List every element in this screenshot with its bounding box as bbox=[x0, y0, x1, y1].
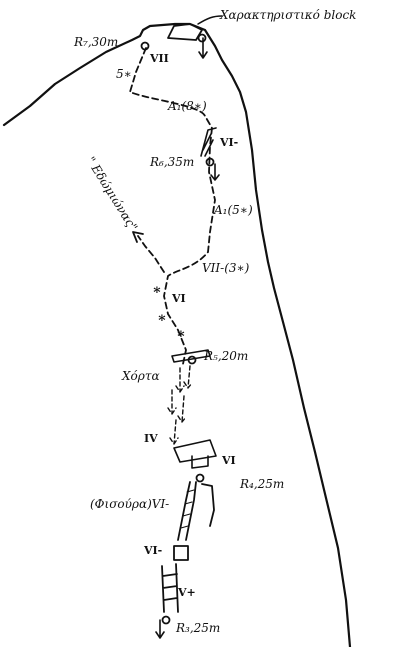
block-pointer bbox=[197, 15, 223, 25]
grass-arrows bbox=[167, 365, 193, 445]
cliff-outline bbox=[2, 22, 352, 647]
grade-vii-top: VII bbox=[149, 52, 169, 65]
label-xorta: Χόρτα bbox=[121, 369, 160, 383]
belay-r6 bbox=[205, 157, 215, 167]
label-edomiwnas: " Εδώμιώνας" bbox=[83, 154, 140, 234]
label-block: Χαρακτηριστικό block bbox=[219, 8, 356, 22]
label-r3: R₃,25m bbox=[175, 621, 220, 635]
belay-r7-right bbox=[197, 33, 207, 43]
ledge-r4 bbox=[173, 439, 217, 469]
route-line bbox=[129, 47, 216, 365]
label-a1-8: A₁(8∗) bbox=[167, 99, 207, 113]
label-r6: R₆,35m bbox=[149, 155, 194, 169]
arrow-r6 bbox=[210, 163, 220, 181]
svg-text:∗: ∗ bbox=[176, 326, 186, 342]
lower-column bbox=[161, 563, 179, 613]
label-five-star: 5∗ bbox=[116, 67, 132, 81]
label-a1-5: A₁(5∗) bbox=[213, 203, 253, 217]
escape-route-line bbox=[137, 235, 165, 273]
lower-block bbox=[173, 545, 189, 561]
label-fisoura: (Φισούρα)VI- bbox=[90, 497, 169, 511]
svg-text:∗: ∗ bbox=[152, 282, 162, 298]
ledge-r5 bbox=[171, 349, 211, 363]
belay-r4 bbox=[195, 473, 205, 483]
grade-v-plus: V+ bbox=[177, 586, 196, 599]
grade-vi-right: VI bbox=[221, 454, 236, 467]
label-r7: R₇,30m bbox=[73, 35, 118, 49]
label-r5: R₅,20m bbox=[203, 349, 248, 363]
grade-vi-minus-upper: VI- bbox=[219, 136, 238, 149]
crack-chimney bbox=[177, 481, 215, 541]
summit-block bbox=[167, 23, 203, 41]
belay-r7-left bbox=[140, 41, 150, 51]
label-r4: R₄,25m bbox=[239, 477, 284, 491]
grade-vi-minus-lower: VI- bbox=[143, 544, 162, 557]
overhang-r6 bbox=[200, 127, 217, 157]
grade-vi-mid: VI bbox=[171, 292, 186, 305]
grade-iv-left: IV bbox=[144, 432, 158, 445]
bolt-stars: ∗ ∗ ∗ bbox=[152, 282, 186, 342]
label-vii-3: VII-(3∗) bbox=[202, 261, 250, 275]
crack-hatching bbox=[180, 489, 195, 529]
arrow-r3 bbox=[155, 619, 165, 639]
svg-text:∗: ∗ bbox=[157, 310, 167, 326]
escape-arrow-head bbox=[132, 231, 144, 243]
belay-r3 bbox=[161, 615, 171, 625]
